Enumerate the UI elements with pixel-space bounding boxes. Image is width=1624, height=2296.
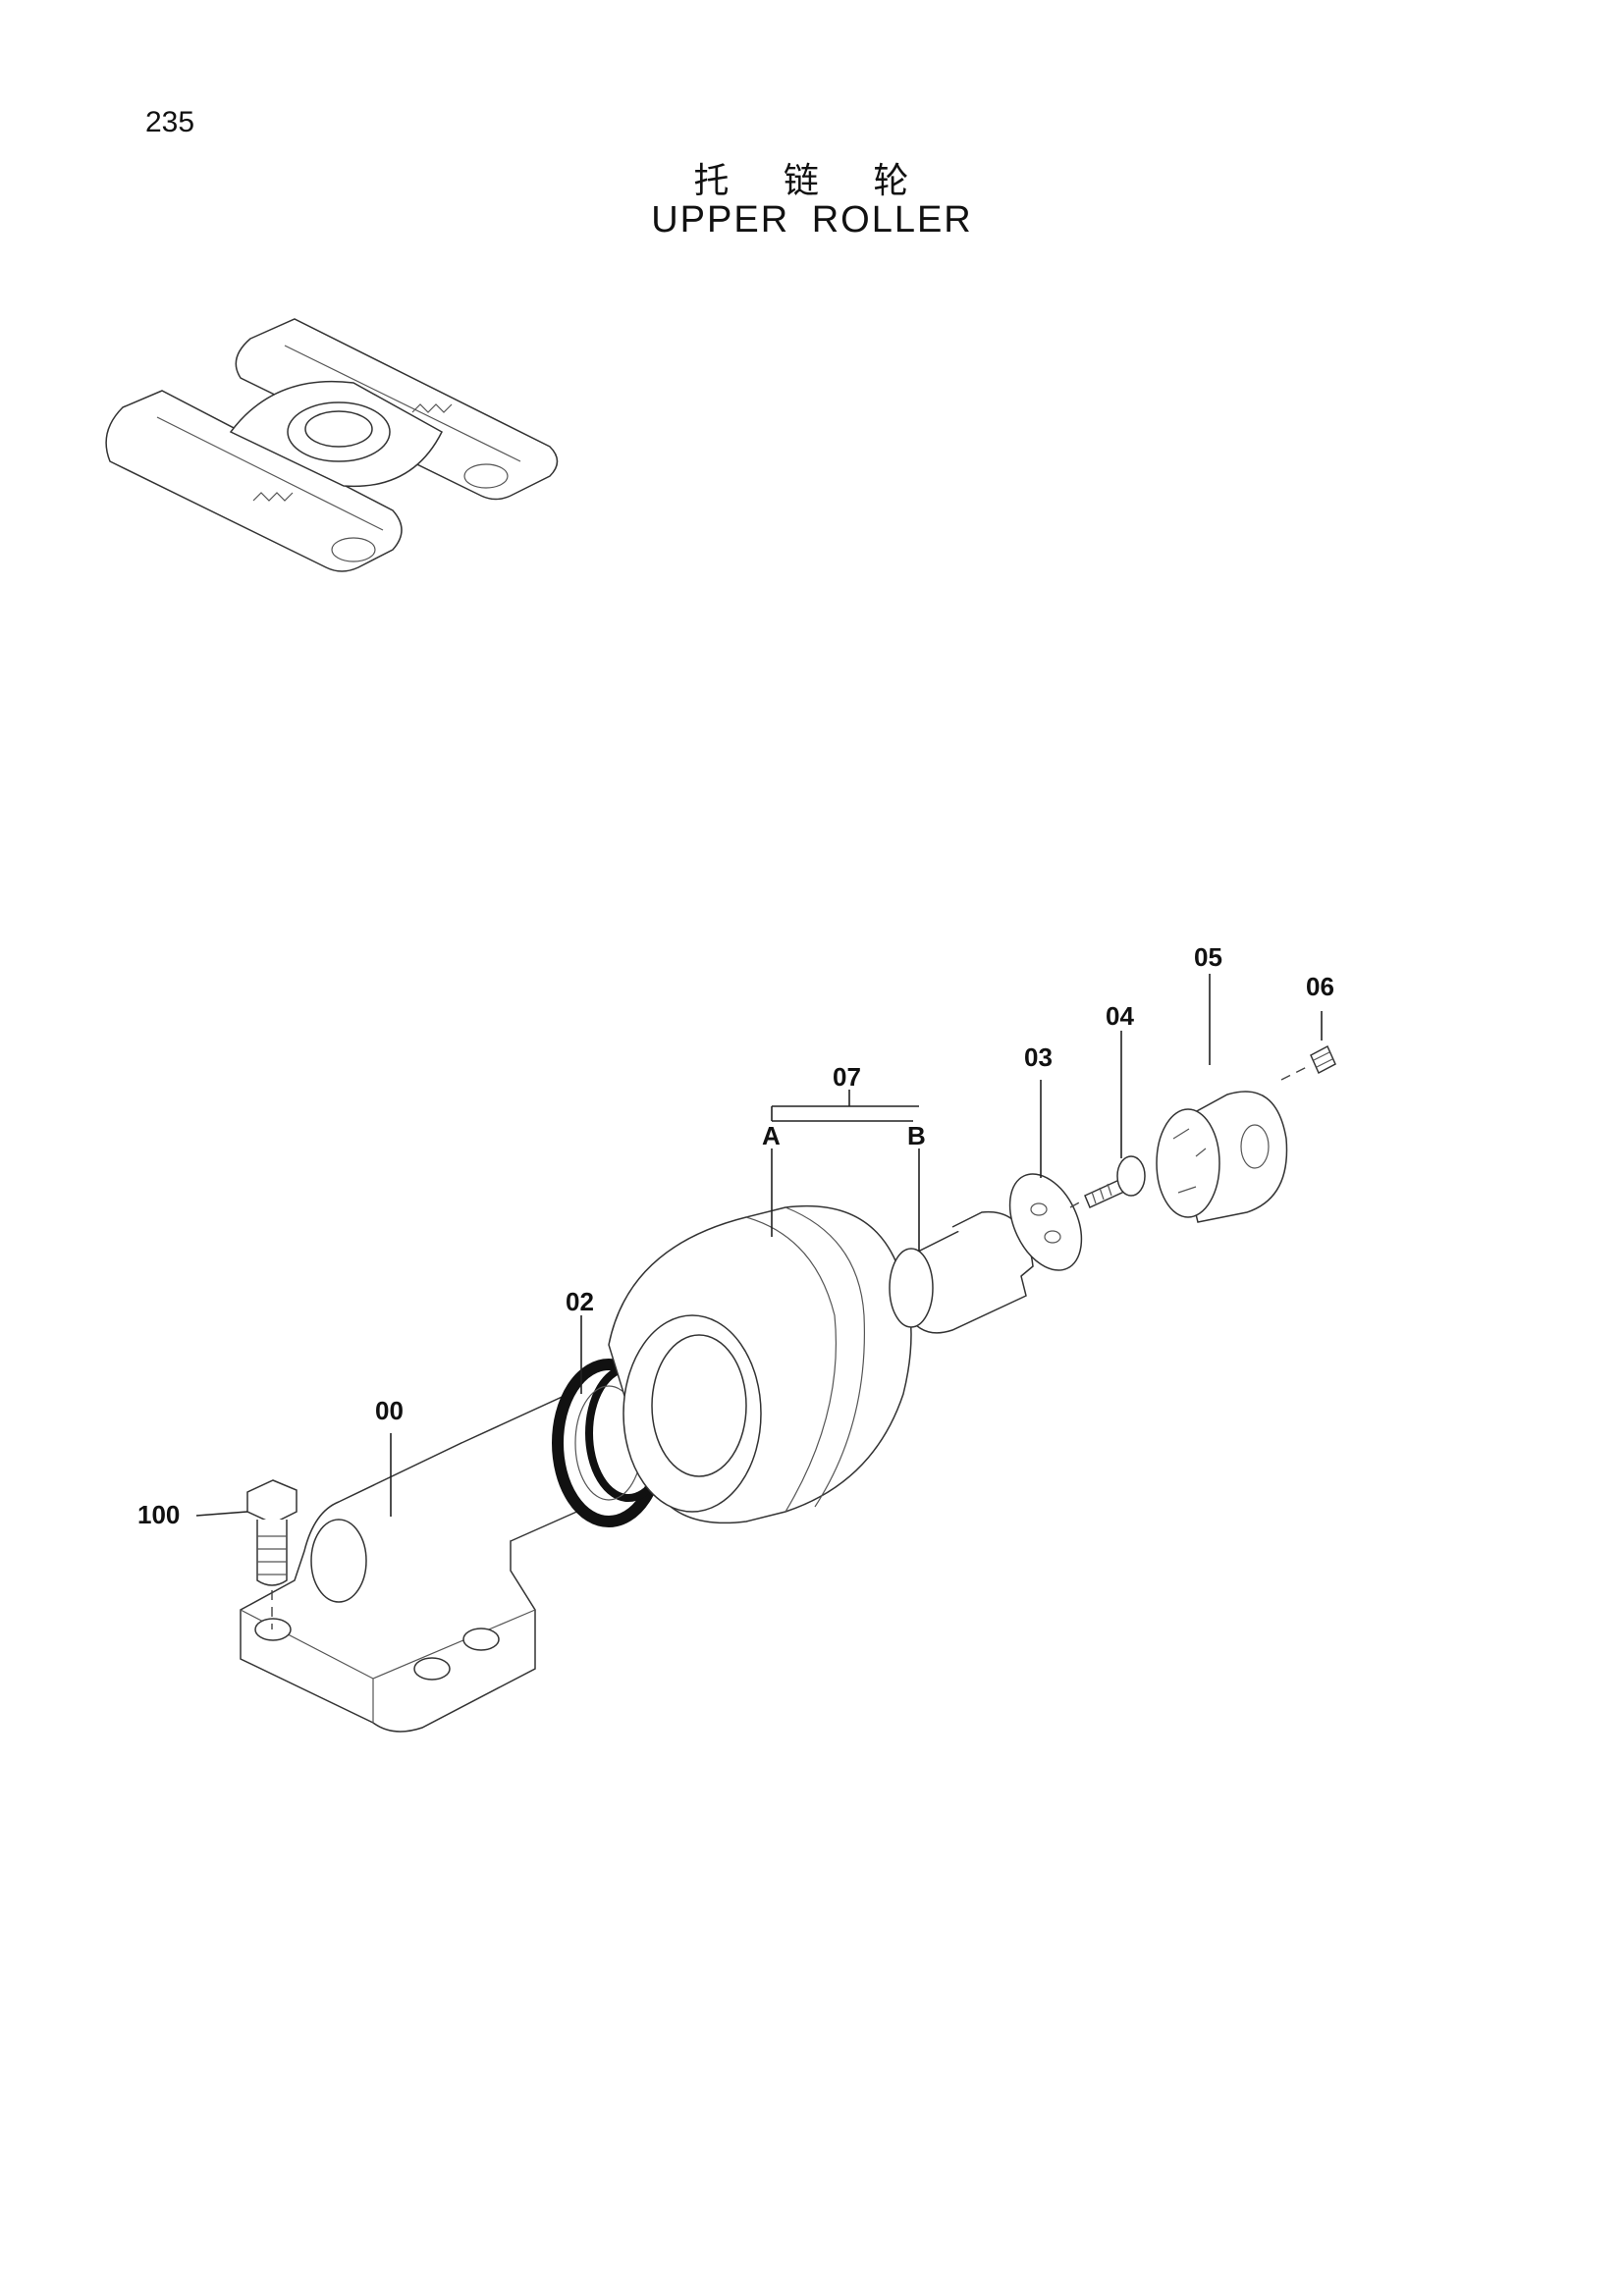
label-part-04: 04 — [1106, 1001, 1134, 1031]
title-english: UPPER ROLLER — [651, 199, 973, 240]
bracket-hole-right-2 — [413, 1657, 451, 1681]
label-part-02: 02 — [566, 1287, 594, 1316]
bracket-hole-right-1 — [462, 1628, 500, 1651]
label-part-07: 07 — [833, 1062, 861, 1092]
leader-07-bracket — [771, 1106, 913, 1122]
leader-100 — [195, 1511, 248, 1517]
label-part-00: 00 — [375, 1396, 404, 1425]
rear-idler — [463, 463, 509, 489]
shaft-part-b — [889, 1210, 1034, 1334]
label-part-100: 100 — [137, 1500, 180, 1529]
thrust-plate-part-03 — [1008, 1173, 1083, 1271]
plug-part-06 — [1280, 1044, 1336, 1081]
roller-top-inner — [304, 410, 373, 448]
leader-lines — [195, 974, 1323, 1517]
spring-front — [252, 492, 294, 502]
roller-part-07 — [608, 1204, 912, 1524]
label-part-a: A — [762, 1121, 781, 1150]
bolt-part-04 — [1069, 1155, 1146, 1209]
bracket-hole-left — [254, 1618, 292, 1641]
roller-bore-inner — [651, 1334, 747, 1477]
spring-rear — [411, 403, 453, 413]
label-part-b: B — [907, 1121, 926, 1150]
leader-07-top — [772, 1090, 919, 1107]
title-chinese: 托 链 轮 — [693, 161, 931, 201]
front-idler — [331, 537, 376, 562]
bracket-bore — [310, 1519, 367, 1603]
label-part-03: 03 — [1024, 1042, 1053, 1072]
track-frame-inset — [105, 318, 559, 572]
label-part-05: 05 — [1194, 942, 1222, 972]
front-track-rail — [105, 390, 403, 572]
cover-part-05 — [1156, 1091, 1288, 1223]
label-part-06: 06 — [1306, 972, 1334, 1001]
page-number: 235 — [145, 106, 195, 138]
